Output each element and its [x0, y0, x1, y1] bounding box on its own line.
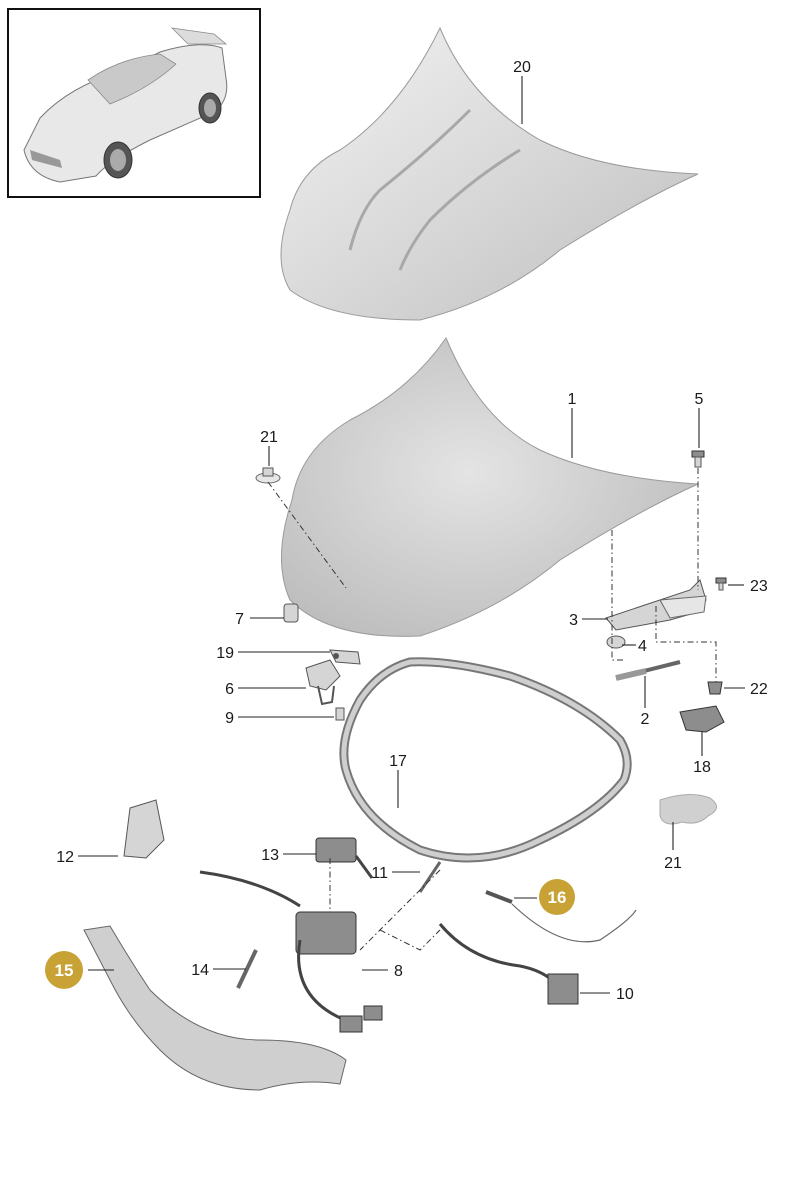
callout-4[interactable]: 4: [638, 638, 647, 655]
callout-15[interactable]: 15: [55, 961, 74, 980]
part-14-bolt: [236, 949, 258, 989]
callout-20[interactable]: 20: [513, 59, 531, 76]
part-13-actuator: [315, 837, 374, 879]
part-6-striker: [305, 659, 341, 706]
callout-17[interactable]: 17: [389, 753, 407, 770]
callout-2[interactable]: 2: [641, 711, 650, 728]
part-16-cable: [485, 890, 637, 943]
callout-7[interactable]: 7: [235, 611, 244, 628]
part-4-washer: [606, 635, 626, 649]
part-8-lock: [199, 870, 383, 1033]
callout-16-badge[interactable]: 16: [539, 879, 575, 915]
part-15-crossmember: [83, 925, 347, 1091]
callout-23[interactable]: 23: [750, 578, 768, 595]
callout-9[interactable]: 9: [225, 710, 234, 727]
callout-13[interactable]: 13: [261, 847, 279, 864]
leader-lines: [78, 76, 745, 994]
callout-12[interactable]: 12: [56, 849, 74, 866]
part-7-buffer: [283, 603, 299, 623]
part-22-clip: [707, 681, 723, 695]
callout-5[interactable]: 5: [695, 391, 704, 408]
callout-6[interactable]: 6: [225, 681, 234, 698]
callout-18[interactable]: 18: [693, 759, 711, 776]
part-21-pad: [659, 794, 717, 825]
part-1-front-lid: [280, 336, 699, 637]
callout-19[interactable]: 19: [216, 645, 234, 662]
part-17-seal: [339, 657, 632, 863]
part-11-bolt: [418, 861, 442, 893]
callout-15-badge[interactable]: 15: [45, 951, 83, 989]
part-9-screw: [335, 707, 345, 721]
part-21-clip: [255, 467, 281, 484]
callout-10[interactable]: 10: [616, 986, 634, 1003]
callout-22[interactable]: 22: [750, 681, 768, 698]
part-12-bracket: [123, 799, 165, 859]
part-2-gas-strut: [615, 660, 681, 681]
part-18-bracket: [679, 705, 725, 733]
callout-16[interactable]: 16: [548, 888, 567, 907]
part-19-bracket: [329, 649, 361, 665]
part-20-front-lid: [280, 26, 699, 321]
callout-21-top[interactable]: 21: [260, 429, 278, 446]
callout-21-bottom[interactable]: 21: [664, 855, 682, 872]
callout-1[interactable]: 1: [568, 391, 577, 408]
assembly-lines: [267, 468, 717, 951]
callout-3[interactable]: 3: [569, 612, 578, 629]
part-3-hinge: [605, 579, 707, 631]
part-23-screw: [715, 577, 727, 591]
callout-14[interactable]: 14: [191, 962, 209, 979]
vehicle-thumbnail: [7, 8, 261, 198]
callout-8[interactable]: 8: [394, 963, 403, 980]
part-10-release: [438, 923, 579, 1005]
part-5-bolt: [691, 450, 705, 468]
car-icon: [23, 27, 228, 183]
callout-11[interactable]: 11: [371, 865, 388, 882]
